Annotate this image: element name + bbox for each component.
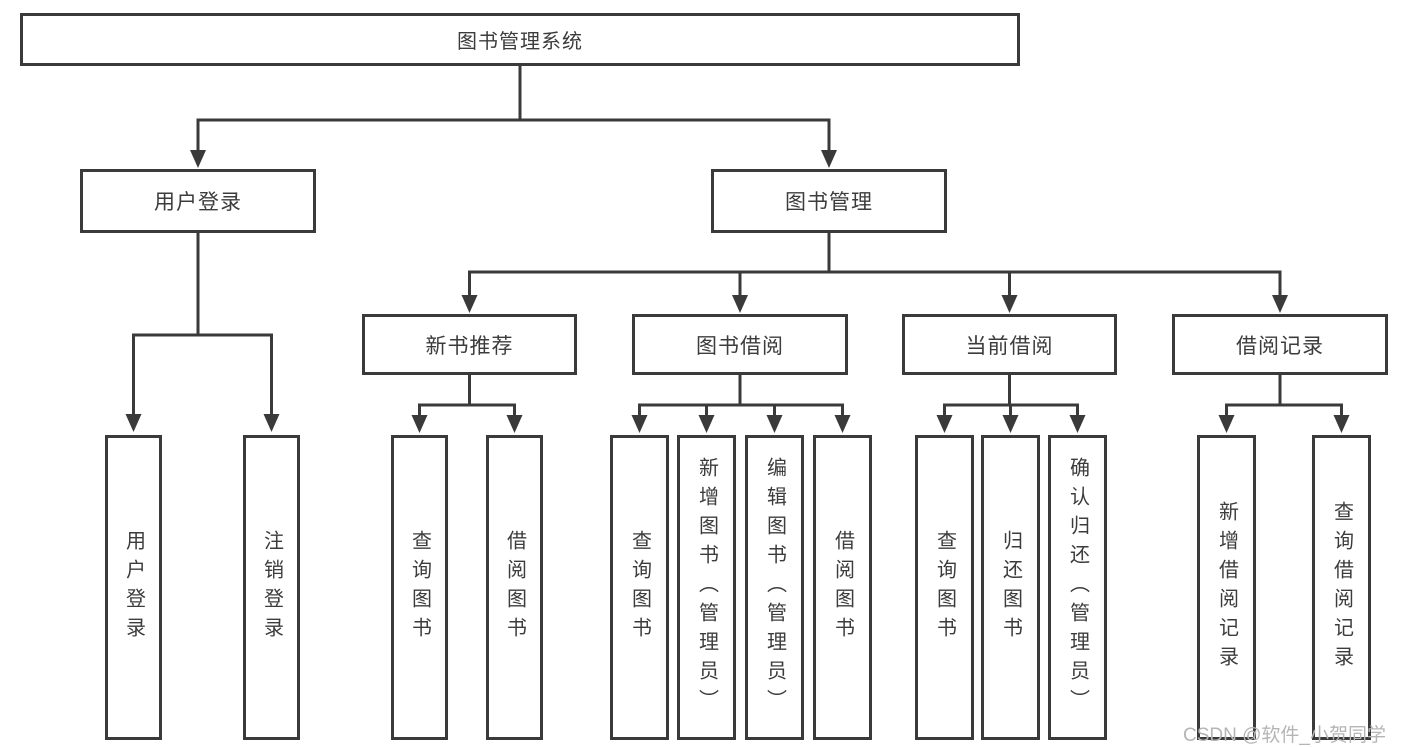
node-library-management-system: 图书管理系统 (20, 13, 1020, 66)
node-current-borrowing: 当前借阅 (902, 314, 1117, 375)
node-query-books-borrow: 查询图书 (610, 435, 669, 740)
node-borrow-books-leaf: 借阅图书 (813, 435, 872, 740)
watermark: CSDN @软件_小贺同学 (1183, 725, 1386, 746)
node-book-management: 图书管理 (711, 169, 947, 233)
node-logout-login: 注销登录 (243, 435, 300, 740)
node-return-books: 归还图书 (981, 435, 1040, 740)
node-borrowing-records: 借阅记录 (1172, 314, 1388, 375)
node-new-book-recommendation: 新书推荐 (362, 314, 577, 375)
node-query-borrow-record: 查询借阅记录 (1312, 435, 1371, 740)
node-user-login: 用户登录 (80, 169, 316, 233)
node-confirm-return-admin: 确认归还（管理员） (1048, 435, 1107, 740)
edge-rails (132, 66, 1343, 407)
node-user-login-leaf: 用户登录 (105, 435, 162, 740)
node-add-borrow-record: 新增借阅记录 (1197, 435, 1256, 740)
node-query-books-current: 查询图书 (915, 435, 974, 740)
node-book-borrowing: 图书借阅 (632, 314, 848, 375)
node-borrow-books-recommend: 借阅图书 (486, 435, 543, 740)
node-query-books-recommend: 查询图书 (391, 435, 448, 740)
node-add-books-admin: 新增图书（管理员） (677, 435, 736, 740)
node-edit-books-admin: 编辑图书（管理员） (745, 435, 804, 740)
